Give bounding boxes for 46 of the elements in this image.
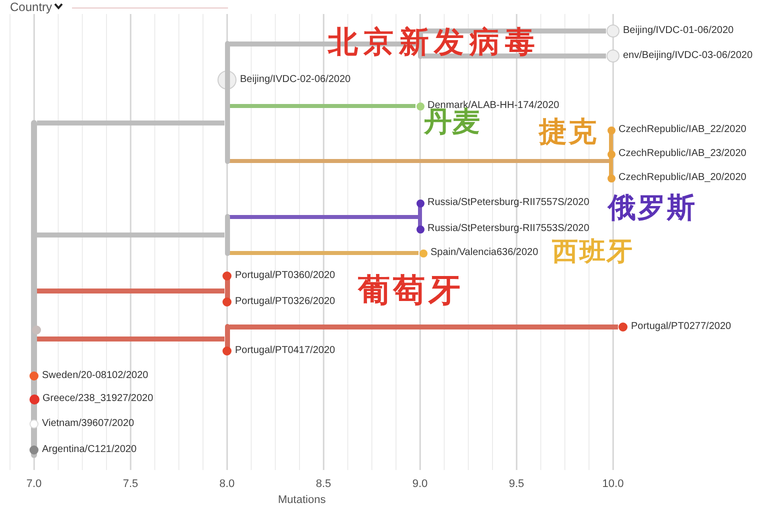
axis-tick-label: 9.0 (412, 477, 428, 492)
tree-branch (230, 215, 418, 219)
tree-branch (422, 28, 606, 34)
axis-tick-label: 8.5 (316, 477, 332, 492)
country-annotation: 丹麦 (424, 108, 480, 136)
axis-tick-label: 7.0 (26, 477, 42, 492)
tree-branch (230, 42, 418, 46)
country-annotation: 俄罗斯 (608, 194, 696, 222)
tip-label: Russia/StPetersburg-RII7553S/2020 (428, 224, 590, 234)
axis-tick-label: 10.0 (602, 477, 624, 492)
tree-branch (37, 288, 224, 294)
tip-label: Beijing/IVDC-01-06/2020 (623, 26, 734, 36)
tip-label: Portugal/PT0277/2020 (631, 322, 732, 332)
tip-label: CzechRepublic/IAB_20/2020 (618, 173, 746, 183)
tree-branch (230, 251, 418, 255)
tip-label: CzechRepublic/IAB_22/2020 (618, 125, 746, 135)
tip-label: Portugal/PT0417/2020 (235, 346, 336, 356)
branch-bar (224, 41, 230, 164)
country-annotation: 西班牙 (552, 238, 634, 264)
tip-label: Argentina/C121/2020 (42, 445, 137, 455)
tree-branch (422, 54, 606, 58)
tree-branch (37, 232, 224, 238)
tip-label: Portugal/PT0326/2020 (235, 297, 336, 307)
tree-branch (230, 324, 618, 330)
tree-branch (37, 120, 224, 126)
dropdown-label: Country (10, 0, 52, 16)
tip-label: Russia/StPetersburg-RII7557S/2020 (428, 198, 590, 208)
tip-label: env/Beijing/IVDC-03-06/2020 (623, 51, 753, 61)
country-annotation: 捷克 (539, 118, 598, 146)
tip-label: Vietnam/39607/2020 (42, 419, 134, 429)
axis-tick-label: 7.5 (122, 477, 138, 492)
branch-bar (224, 214, 230, 256)
tree-branch (230, 104, 416, 108)
tip-label: CzechRepublic/IAB_23/2020 (618, 149, 746, 159)
tip-label: Portugal/PT0360/2020 (235, 271, 336, 281)
tip-label: Sweden/20-08102/2020 (42, 371, 148, 381)
tree-branch (230, 159, 609, 163)
tip-label: Spain/Valencia636/2020 (430, 248, 538, 258)
tree-branch (37, 336, 224, 342)
axis-title: Mutations (278, 493, 326, 508)
axis-tick-label: 8.0 (219, 477, 235, 492)
tip-label: Beijing/IVDC-02-06/2020 (240, 75, 351, 85)
tip-label: Greece/238_31927/2020 (42, 394, 154, 404)
country-annotation: 葡萄牙 (358, 274, 464, 306)
axis-tick-label: 9.5 (508, 477, 524, 492)
country-annotation: 北京新发病毒 (328, 28, 540, 58)
